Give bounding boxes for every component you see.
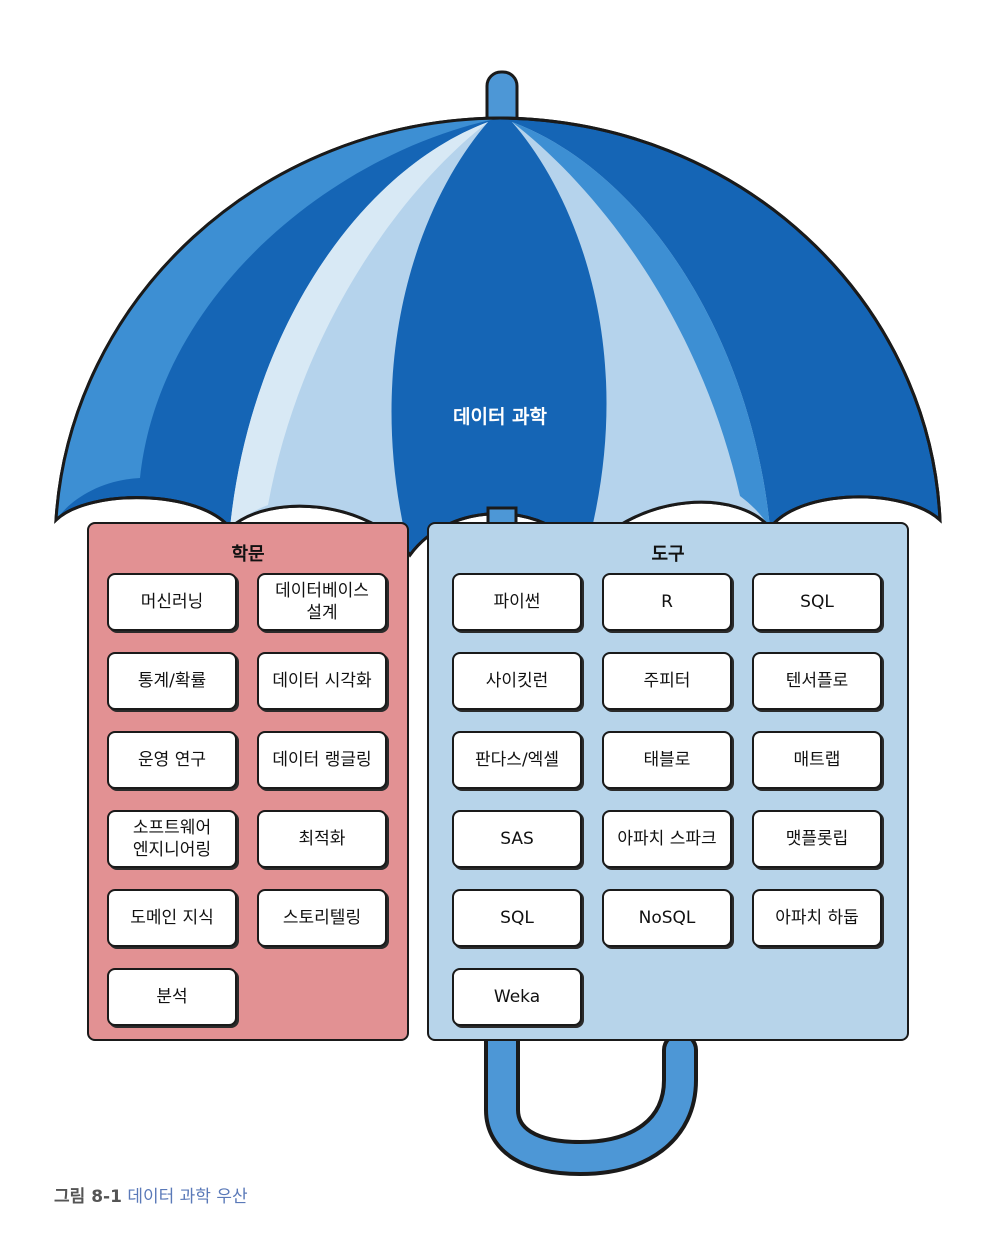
academics-item: 운영 연구 (107, 731, 237, 789)
tools-item: 사이킷런 (452, 652, 582, 710)
academics-item: 분석 (107, 968, 237, 1026)
canopy-gore-1 (230, 122, 488, 555)
figure-caption-text: 데이터 과학 우산 (127, 1187, 248, 1207)
tools-title: 도구 (651, 544, 685, 565)
canopy-gore-2 (512, 122, 770, 555)
canopy-highlight-1 (230, 122, 488, 528)
tools-item: 텐서플로 (752, 652, 882, 710)
umbrella-title: 데이터 과학 (452, 406, 547, 428)
tools-item: 아파치 스파크 (602, 810, 732, 868)
tools-item: 주피터 (602, 652, 732, 710)
academics-panel: 학문 머신러닝 데이터베이스 설계 통계/확률 데이터 시각화 운영 연구 데이… (87, 522, 409, 1041)
tools-item: SAS (452, 810, 582, 868)
tools-item: NoSQL (602, 889, 732, 947)
figure-label: 그림 8-1 (54, 1187, 122, 1207)
academics-item: 도메인 지식 (107, 889, 237, 947)
academics-item: 스토리텔링 (257, 889, 387, 947)
umbrella-canopy (54, 116, 942, 558)
tools-item: SQL (752, 573, 882, 631)
academics-item: 통계/확률 (107, 652, 237, 710)
academics-item: 머신러닝 (107, 573, 237, 631)
academics-item: 데이터 시각화 (257, 652, 387, 710)
tools-item: 아파치 하둡 (752, 889, 882, 947)
academics-item: 소프트웨어 엔지니어링 (107, 810, 237, 868)
academics-item: 데이터 랭글링 (257, 731, 387, 789)
academics-item: 데이터베이스 설계 (257, 573, 387, 631)
canopy-highlight-2 (512, 122, 770, 528)
academics-title: 학문 (231, 544, 265, 565)
tools-item: 판다스/엑셀 (452, 731, 582, 789)
tools-item: 태블로 (602, 731, 732, 789)
tools-item: 파이썬 (452, 573, 582, 631)
tools-item: R (602, 573, 732, 631)
academics-item: 최적화 (257, 810, 387, 868)
tools-item: Weka (452, 968, 582, 1026)
tools-panel: 도구 파이썬 R SQL 사이킷런 주피터 텐서플로 판다스/엑셀 태블로 매트… (427, 522, 909, 1041)
tools-item: 맷플롯립 (752, 810, 882, 868)
figure-caption: 그림 8-1 데이터 과학 우산 (54, 1182, 248, 1207)
canopy-highlight-3 (56, 118, 500, 520)
tools-item: 매트랩 (752, 731, 882, 789)
tools-item: SQL (452, 889, 582, 947)
